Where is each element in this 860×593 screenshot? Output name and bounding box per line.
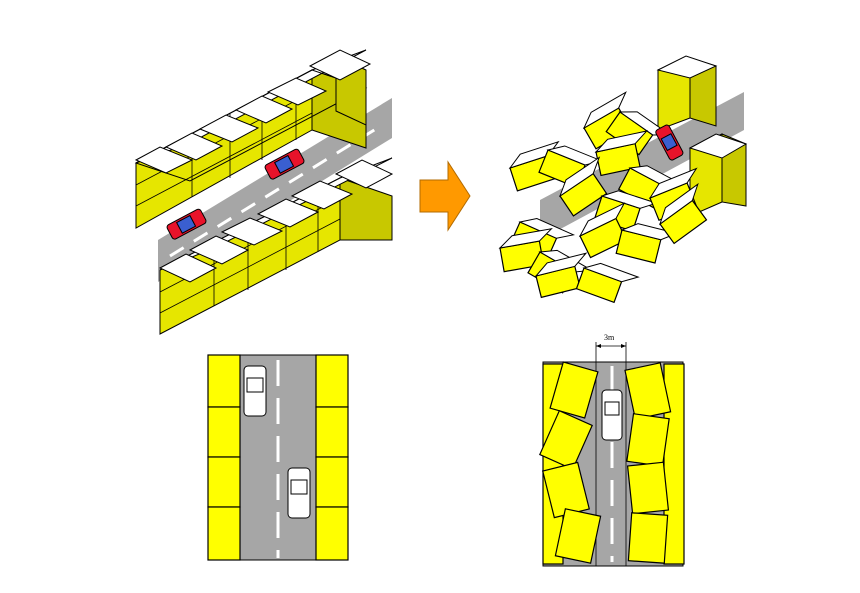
plan-after-panel: 3m — [540, 333, 684, 566]
transition-arrow — [420, 162, 470, 230]
plan-car-lower — [288, 468, 310, 518]
standing-building-front — [690, 134, 746, 216]
plan-car-trapped — [602, 390, 622, 440]
plan-before-panel — [208, 355, 348, 560]
plan-left-blocks — [208, 355, 240, 560]
iso-after-panel — [498, 56, 746, 307]
dimension-label: 3m — [604, 333, 615, 342]
plan-car-upper — [244, 366, 266, 416]
standing-building-back — [658, 56, 716, 130]
iso-before-panel — [136, 50, 392, 334]
plan-right-blocks — [316, 355, 348, 560]
